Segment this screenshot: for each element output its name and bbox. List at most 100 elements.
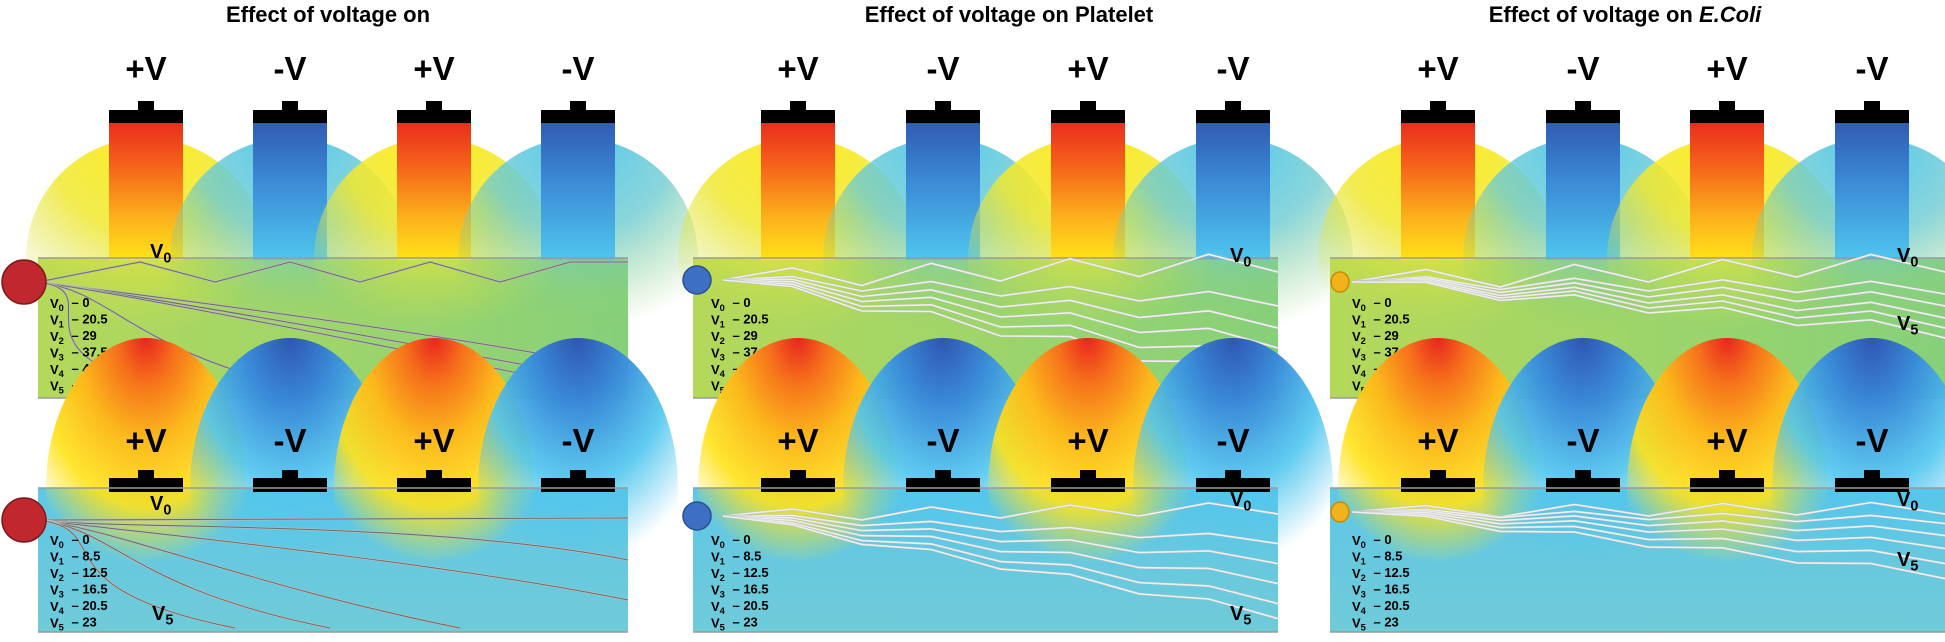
- particle-ecoli: [1330, 501, 1350, 523]
- electrode-terminal: [1430, 101, 1446, 112]
- legend-item-sub: 5: [720, 622, 725, 632]
- legend-item-value: – 16.5: [68, 581, 108, 596]
- electrode-terminal: [1080, 101, 1096, 112]
- electrode-label: +V: [413, 422, 454, 459]
- legend-item: V5 – 23: [711, 614, 758, 632]
- legend-item-base: V: [711, 362, 720, 377]
- v-first-label-base: V: [1897, 489, 1911, 511]
- legend-item-base: V: [1352, 313, 1361, 328]
- legend-item: V2 – 29: [1352, 328, 1399, 346]
- legend-item-base: V: [50, 296, 59, 311]
- legend-item-sub: 3: [720, 589, 725, 599]
- legend-item-value: – 20.5: [68, 598, 108, 613]
- electrode-cap: [1546, 478, 1620, 492]
- electrode-terminal: [426, 470, 442, 480]
- electrode-terminal: [1225, 470, 1241, 480]
- panel-title-italic: E.Coli: [1699, 2, 1762, 27]
- trajectory-core-v0: [37, 261, 628, 283]
- trajectory-core-v2: [722, 278, 1279, 329]
- legend-item-value: – 0: [1370, 532, 1392, 547]
- legend-item: V1 – 8.5: [711, 548, 761, 566]
- v-last-label-base: V: [1230, 603, 1244, 625]
- electrode-cap: [1690, 110, 1764, 123]
- legend-item-value: – 29: [1370, 328, 1399, 343]
- legend-item: V2 – 29: [711, 328, 758, 346]
- negative-electrode: [1546, 116, 1620, 260]
- legend-item-value: – 29: [68, 328, 97, 343]
- legend-item-sub: 5: [1361, 622, 1366, 632]
- legend-item-sub: 4: [720, 606, 726, 616]
- legend-item-value: – 20.5: [1370, 598, 1410, 613]
- panel-2: Effect of voltage on Platelet+V-V+V-VV0V…: [678, 2, 1353, 638]
- legend-item-sub: 1: [59, 556, 64, 566]
- electrode-label: -V: [927, 50, 960, 87]
- positive-electrode: [1401, 116, 1475, 260]
- electrode-cap: [1196, 110, 1270, 123]
- electrode-label: -V: [562, 50, 595, 87]
- legend-item: V2 – 12.5: [50, 565, 108, 583]
- electrode-cap: [1835, 110, 1909, 123]
- legend-item-base: V: [1352, 616, 1361, 631]
- electrode-label: +V: [1067, 422, 1108, 459]
- v-last-label-base: V: [1897, 549, 1911, 571]
- legend-item-value: – 23: [729, 614, 758, 629]
- electrode-label: -V: [1567, 422, 1600, 459]
- legend-item: V1 – 8.5: [50, 548, 100, 566]
- electrode-terminal: [1864, 470, 1880, 480]
- legend-item: V0 – 0: [50, 532, 90, 550]
- legend-item-sub: 0: [720, 303, 725, 313]
- electrode-label: -V: [1567, 50, 1600, 87]
- legend-item-sub: 5: [59, 385, 64, 395]
- legend-item-base: V: [50, 566, 59, 581]
- legend-item: V1 – 8.5: [1352, 548, 1402, 566]
- legend-item-value: – 0: [1370, 295, 1392, 310]
- particle-platelet: [682, 265, 712, 295]
- legend-item-sub: 3: [1361, 352, 1366, 362]
- trajectory-core-v0: [1351, 253, 1945, 288]
- trajectory-core-v4: [37, 519, 331, 629]
- legend-item: V0 – 0: [711, 295, 751, 313]
- panel-title-text: Effect of voltage on Platelet: [865, 2, 1154, 27]
- legend-item-base: V: [1352, 329, 1361, 344]
- electrode-terminal: [282, 101, 298, 112]
- trajectories: [722, 501, 1279, 620]
- electrode-label: +V: [1067, 50, 1108, 87]
- legend-item-base: V: [1352, 296, 1361, 311]
- legend-item-sub: 1: [720, 556, 725, 566]
- legend-item-sub: 2: [1361, 573, 1366, 583]
- electrode-cap: [541, 110, 615, 123]
- legend-item-base: V: [711, 550, 720, 565]
- panel-title-plain: Effect of voltage on: [1489, 2, 1699, 27]
- v-last-label-sub: 5: [165, 612, 173, 628]
- legend-item-value: – 0: [68, 295, 90, 310]
- legend-item-sub: 4: [720, 369, 726, 379]
- electrode-cap: [253, 478, 327, 492]
- legend-item: V1 – 20.5: [1352, 311, 1410, 329]
- trajectory-core-v5: [1351, 281, 1945, 339]
- legend-item-sub: 4: [59, 369, 65, 379]
- legend-item-value: – 23: [68, 614, 97, 629]
- electrode-cap: [1051, 478, 1125, 492]
- v-first-label-base: V: [1230, 489, 1244, 511]
- v-last-label: V5: [152, 603, 173, 628]
- legend-item-sub: 0: [1361, 303, 1366, 313]
- legend-item-value: – 37.5: [68, 344, 108, 359]
- electrode-terminal: [1719, 470, 1735, 480]
- legend-item-base: V: [711, 566, 720, 581]
- trajectory-core-v0: [722, 253, 1279, 287]
- electrode-label: -V: [562, 422, 595, 459]
- panel-title: Effect of voltage on Platelet: [865, 2, 1154, 27]
- v-first-label: V0: [1230, 245, 1251, 270]
- electrode-cap: [1690, 478, 1764, 492]
- electrode-cap: [109, 478, 183, 492]
- legend-item-base: V: [1352, 346, 1361, 361]
- electrode-label: +V: [125, 422, 166, 459]
- electrode-label: -V: [1856, 50, 1889, 87]
- electrode-cap: [1401, 478, 1475, 492]
- legend-item-base: V: [1352, 583, 1361, 598]
- legend-item-sub: 0: [59, 303, 64, 313]
